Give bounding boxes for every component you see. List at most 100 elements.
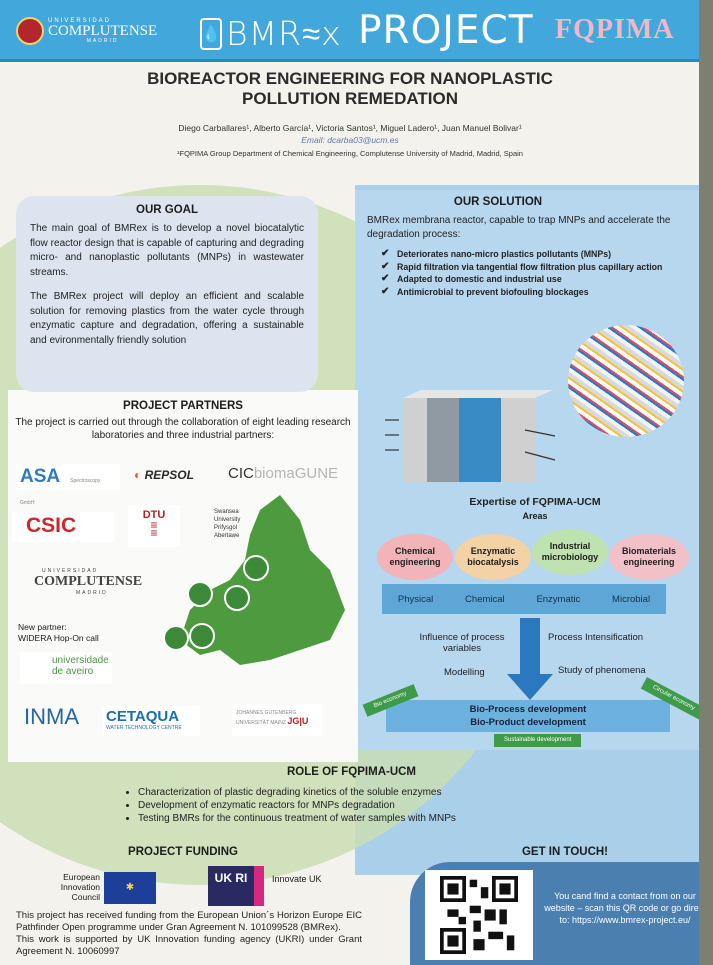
ucm-city: MADRID	[86, 38, 119, 44]
csic-logo: CSIC	[12, 512, 114, 542]
cic-biomagune-logo: CICbiomaGUNE	[228, 465, 339, 482]
funding-eu-text: This project has received funding from t…	[16, 910, 362, 933]
partners-section: PROJECT PARTNERS The project is carried …	[8, 400, 358, 442]
title-block: BIOREACTOR ENGINEERING FOR NANOPLASTIC P…	[0, 65, 700, 177]
outflow-arrow	[524, 429, 556, 437]
portugal-pin-icon	[163, 625, 189, 651]
water-channel	[459, 398, 501, 482]
funding-text: This project has received funding from t…	[16, 910, 362, 958]
check-icon: ✔	[381, 273, 390, 284]
fqpima-logo: FQPIMA	[555, 14, 675, 45]
role-list: Characterization of plastic degrading ki…	[0, 786, 713, 825]
bioproduct-text: Bio-Product development	[470, 717, 586, 728]
influence-text: Influence of process variables	[419, 632, 505, 654]
funding-uk-text: This work is supported by UK Innovation …	[16, 934, 362, 957]
bmrex-text: BMR≈x	[226, 14, 342, 53]
bubble-chemical-engineering: Chemical engineering	[377, 534, 453, 580]
disciplines-band: Physical Chemical Enzymatic Microbial	[382, 584, 666, 614]
solution-item: ✔Rapid filtration via tangential flow fi…	[381, 260, 663, 272]
germany-pin-icon	[224, 585, 250, 611]
bubble-biomaterials-engineering: Biomaterials engineering	[609, 534, 689, 580]
partners-intro: The project is carried out through the c…	[15, 417, 351, 441]
funding-section: PROJECT FUNDING	[8, 846, 358, 858]
inma-logo: INMA	[24, 704, 79, 729]
bubble-industrial-microbiology: Industrial microbiology	[532, 529, 608, 575]
contact-text: You cand find a contact from on our webs…	[544, 891, 706, 925]
solution-list: ✔Deteriorates nano-micro plastics pollut…	[367, 248, 699, 298]
goal-card: OUR GOAL The main goal of BMRex is to de…	[16, 196, 318, 392]
ucm-seal-icon	[16, 17, 44, 45]
check-icon: ✔	[381, 285, 390, 297]
ucm-partner-logo: UNIVERSIDAD COMPLUTENSE MADRID	[34, 568, 143, 596]
phenomena-text: Study of phenomena	[558, 665, 646, 676]
dtu-logo: DTU≡≡	[128, 505, 180, 547]
contact-heading: GET IN TOUCH!	[521, 846, 609, 858]
role-heading: ROLE OF FQPIMA-UCM	[286, 766, 417, 778]
map-land	[180, 495, 345, 665]
denmark-pin-icon	[243, 555, 269, 581]
band-enzymatic: Enzymatic	[536, 593, 581, 605]
ukri-logo: UK RI	[208, 866, 264, 906]
solution-section: OUR SOLUTION BMRex membrana reactor, cap…	[367, 196, 699, 298]
ucm-name: COMPLUTENSE	[48, 23, 158, 39]
title-line-2: POLLUTION REMEDATION	[242, 89, 458, 108]
bioprocess-text: Bio-Process development	[469, 704, 587, 715]
bubble-enzymatic-biocatalysis: Enzymatic biocatalysis	[455, 534, 531, 580]
gutenberg-logo: JOHANNES GUTENBERG UNIVERSITÄT MAINZ JG|…	[232, 704, 322, 736]
swansea-logo: Swansea University Prifysgol Abertawe	[214, 509, 241, 539]
goal-paragraph-2: The BMRex project will deploy an efficie…	[30, 291, 304, 346]
solution-heading: OUR SOLUTION	[453, 196, 543, 208]
expertise-section: Expertise of FQPIMA-UCM Areas	[370, 496, 700, 521]
reactor-top	[403, 390, 553, 398]
modelling-text: Modelling	[444, 667, 485, 678]
goal-paragraph-1: The main goal of BMRex is to develop a n…	[30, 223, 304, 278]
ucm-small-text: UNIVERSIDAD	[48, 18, 112, 24]
sustainable-ribbon: Sustainable development	[494, 734, 582, 747]
project-text: PROJECT	[358, 8, 534, 53]
header-bar: UNIVERSIDAD COMPLUTENSE MADRID 💧 BMR≈x P…	[0, 0, 713, 62]
role-item: Development of enzymatic reactors for MN…	[138, 799, 713, 812]
microplastics-photo	[568, 325, 684, 437]
europe-map	[163, 495, 345, 665]
solution-item: ✔Antimicrobial to prevent biofouling blo…	[381, 285, 589, 297]
qr-code[interactable]	[425, 870, 533, 960]
check-icon: ✔	[381, 248, 390, 259]
role-item: Testing BMRs for the continuous treatmen…	[138, 812, 713, 825]
membrane-layer	[427, 398, 459, 482]
wall-edge	[699, 0, 713, 965]
spain-pin-icon	[189, 623, 215, 649]
band-microbial: Microbial	[612, 593, 651, 605]
band-chemical: Chemical	[465, 593, 505, 605]
eic-label: European Innovation Council	[60, 872, 100, 902]
affiliation: ¹FQPIMA Group Department of Chemical Eng…	[177, 149, 523, 158]
bmrex-logo: 💧 BMR≈x	[200, 14, 342, 53]
areas-label: Areas	[522, 511, 548, 521]
aveiro-logo: universidade de aveiro	[20, 652, 112, 684]
repsol-logo: ◐ REPSOL	[134, 468, 194, 482]
authors: Diego Carballares¹, Alberto García¹, Vic…	[178, 123, 522, 133]
innovate-uk-logo: Innovate UK	[272, 874, 322, 884]
uk-pin-icon	[187, 581, 213, 607]
email[interactable]: Email: dcarba03@ucm.es	[301, 135, 399, 145]
outflow-arrow	[524, 451, 556, 461]
funding-heading: PROJECT FUNDING	[128, 846, 238, 858]
poster-title: BIOREACTOR ENGINEERING FOR NANOPLASTIC P…	[0, 69, 700, 109]
eu-flag-icon: ✱	[104, 872, 156, 904]
partners-heading: PROJECT PARTNERS	[123, 400, 243, 412]
band-physical: Physical	[397, 593, 434, 605]
role-item: Characterization of plastic degrading ki…	[138, 786, 713, 799]
title-line-1: BIOREACTOR ENGINEERING FOR NANOPLASTIC	[147, 69, 553, 88]
new-partner-note: New partner:WIDERA Hop-On call	[18, 622, 99, 643]
ucm-logo: UNIVERSIDAD COMPLUTENSE MADRID	[16, 17, 157, 45]
goal-heading: OUR GOAL	[136, 204, 198, 216]
solution-item: ✔Adapted to domestic and industrial use	[381, 273, 562, 284]
expertise-title: Expertise of FQPIMA-UCM	[469, 496, 601, 508]
role-section: ROLE OF FQPIMA-UCM Characterization of p…	[0, 766, 713, 825]
water-drop-icon: 💧	[200, 17, 222, 50]
development-band: Bio-Process development Bio-Product deve…	[386, 700, 670, 732]
solution-item: ✔Deteriorates nano-micro plastics pollut…	[381, 248, 612, 259]
intensification-text: Process Intensification	[548, 632, 644, 643]
